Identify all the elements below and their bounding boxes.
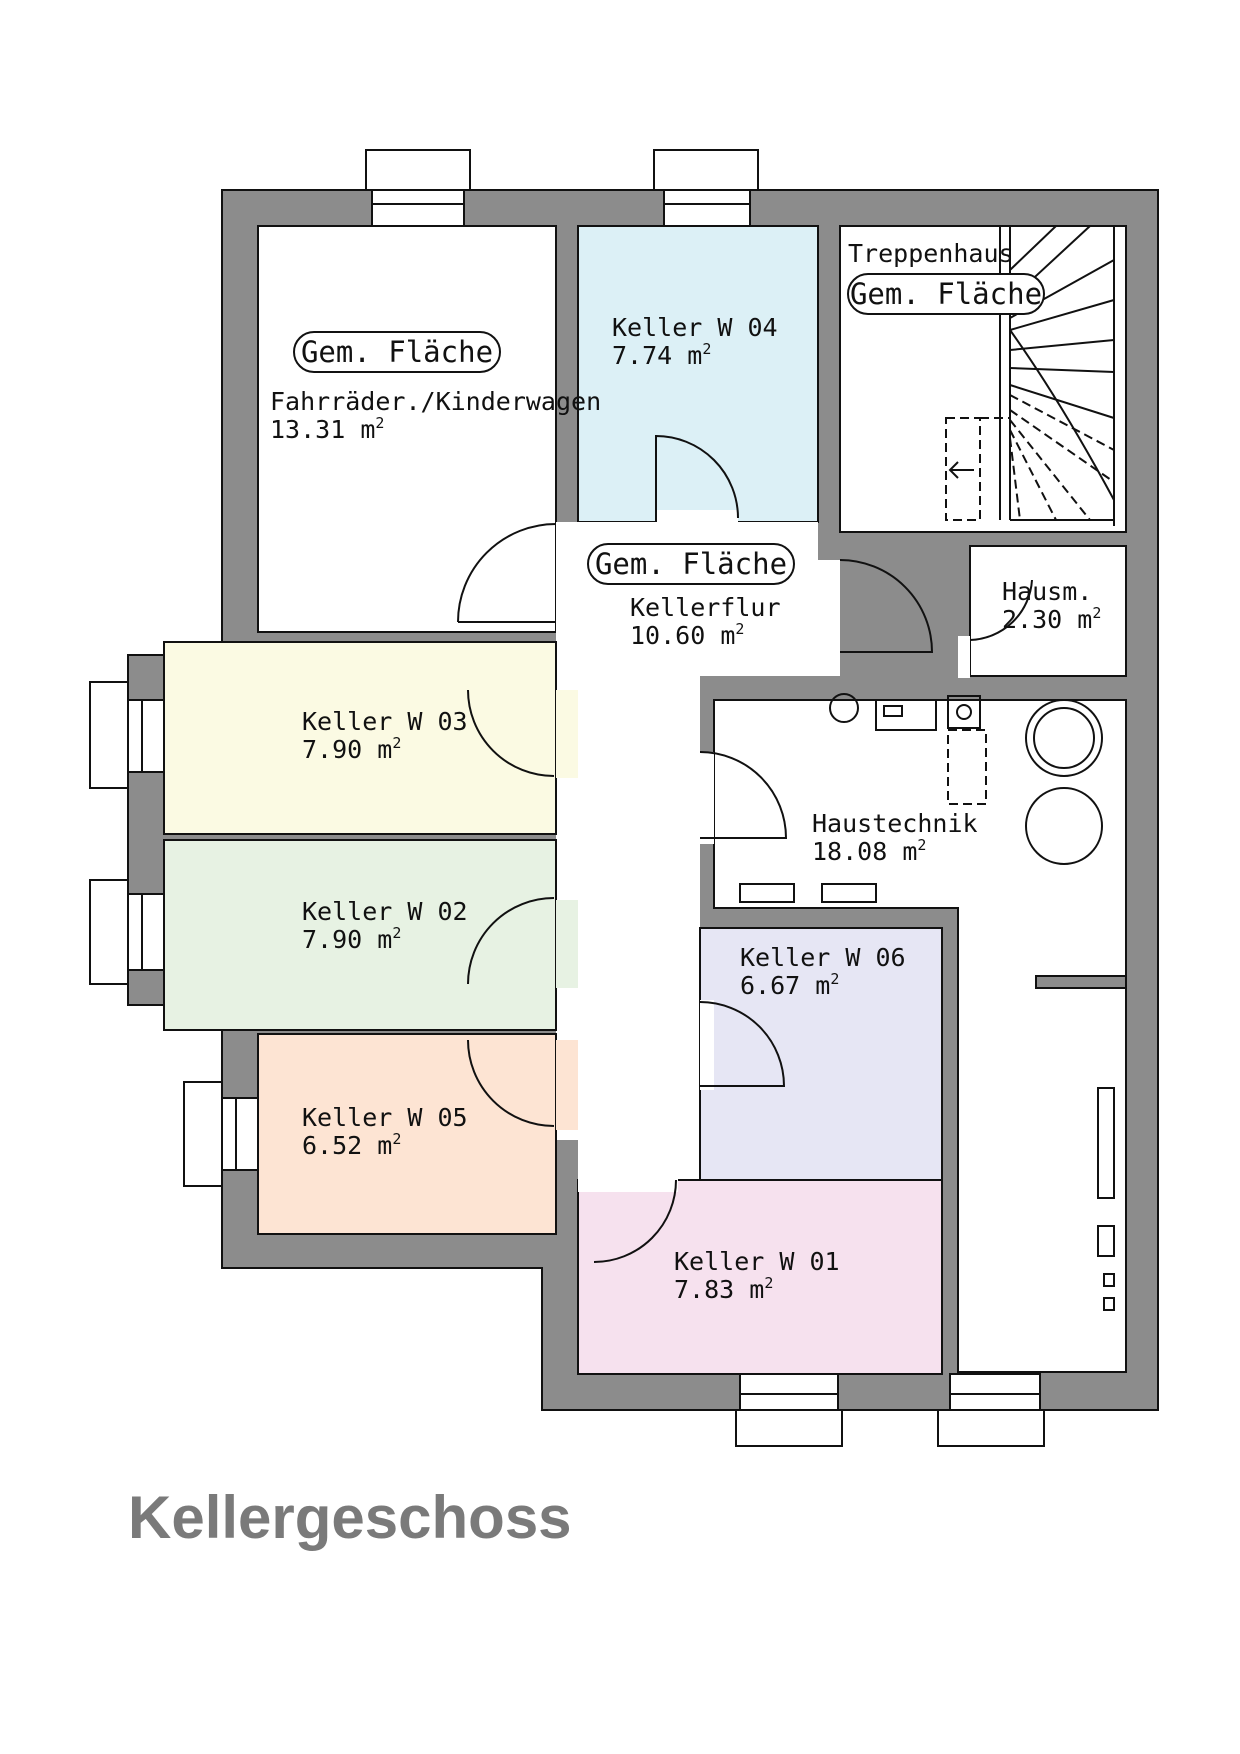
label-keller-w03: Keller W 03 7.90 m2	[302, 707, 468, 764]
label-hausm: Hausm. 2.30 m2	[1002, 577, 1101, 634]
label-keller-w01: Keller W 01 7.83 m2	[674, 1247, 840, 1304]
room-name: Keller W 01	[674, 1247, 840, 1276]
window-west-1	[89, 681, 165, 789]
svg-text:13.31 m2: 13.31 m2	[270, 414, 384, 444]
svg-text:7.90 m2: 7.90 m2	[302, 924, 401, 954]
room-area: 7.90	[302, 735, 362, 764]
equipment-unit	[875, 699, 937, 731]
door-haustechnik	[699, 751, 788, 839]
room-area: 6.67	[740, 971, 800, 1000]
room-name: Treppenhaus	[848, 239, 1014, 268]
stair-hatch	[945, 417, 981, 521]
label-haustechnik: Haustechnik 18.08 m2	[812, 809, 978, 866]
door-openings	[556, 510, 970, 1192]
window-north-1	[365, 149, 471, 227]
window-south-1	[735, 1373, 843, 1447]
room-hausm	[969, 545, 1127, 677]
equipment-box	[947, 695, 981, 729]
svg-text:10.60 m2: 10.60 m2	[630, 620, 744, 650]
window-west-2	[89, 879, 165, 985]
haustechnik-equipment	[739, 693, 1127, 1311]
room-area: 2.30	[1002, 605, 1062, 634]
door-swings	[457, 434, 1033, 1263]
equipment-dashed	[947, 729, 987, 805]
room-name: Keller W 06	[740, 943, 906, 972]
door-keller-w04	[655, 434, 739, 522]
wall-stub	[1035, 975, 1127, 989]
label-keller-w06: Keller W 06 6.67 m2	[740, 943, 906, 1000]
room-name: Keller W 03	[302, 707, 468, 736]
door-keller-w02	[467, 897, 555, 985]
room-fahrraeder	[257, 225, 557, 633]
svg-text:18.08 m2: 18.08 m2	[812, 836, 926, 866]
badge-gem-treppenhaus: Gem. Fläche	[847, 273, 1045, 315]
door-hausm	[969, 579, 1033, 641]
label-keller-w02: Keller W 02 7.90 m2	[302, 897, 468, 954]
svg-text:7.90 m2: 7.90 m2	[302, 734, 401, 764]
room-kellerflur	[556, 522, 840, 1180]
room-keller-w05	[257, 1033, 557, 1235]
meter-2	[821, 883, 877, 903]
label-treppenhaus: Treppenhaus	[848, 239, 1014, 268]
equipment-small-circle	[829, 693, 859, 723]
badge-gem-fahrraeder: Gem. Fläche	[293, 331, 501, 373]
room-haustechnik	[713, 699, 1127, 1373]
room-area: 7.83	[674, 1275, 734, 1304]
window-south-2	[937, 1373, 1045, 1447]
svg-text:7.83 m2: 7.83 m2	[674, 1274, 773, 1304]
svg-text:6.67 m2: 6.67 m2	[740, 970, 839, 1000]
label-kellerflur: Kellerflur 10.60 m2	[630, 593, 781, 650]
door-keller-w01	[593, 1179, 677, 1263]
room-treppenhaus	[839, 225, 1127, 533]
room-keller-w01	[577, 1179, 943, 1375]
room-name: Keller W 05	[302, 1103, 468, 1132]
label-keller-w04: Keller W 04 7.74 m2	[612, 313, 778, 370]
room-area: 18.08	[812, 837, 887, 866]
room-area: 10.60	[630, 621, 705, 650]
tank-1	[1025, 699, 1103, 777]
plan-title: Kellergeschoss	[128, 1484, 572, 1551]
svg-text:6.52 m2: 6.52 m2	[302, 1130, 401, 1160]
door-flur-west	[457, 523, 557, 623]
room-keller-w06	[699, 927, 943, 1181]
tank-2	[1025, 787, 1103, 865]
room-name: Fahrräder./Kinderwagen	[270, 387, 601, 416]
badge-text: Gem. Fläche	[850, 277, 1042, 311]
window-west-3	[183, 1081, 259, 1187]
room-area: 7.74	[612, 341, 672, 370]
room-name: Kellerflur	[630, 593, 781, 622]
room-keller-w04	[577, 225, 819, 523]
door-keller-w05	[467, 1039, 555, 1127]
windows	[89, 149, 1045, 1447]
window-north-2	[653, 149, 759, 227]
room-area: 6.52	[302, 1131, 362, 1160]
door-keller-w03	[467, 689, 555, 777]
svg-text:7.74 m2: 7.74 m2	[612, 340, 711, 370]
room-area: 7.90	[302, 925, 362, 954]
badge-text: Gem. Fläche	[595, 547, 787, 581]
room-name: Hausm.	[1002, 577, 1092, 606]
door-keller-w06	[699, 1001, 786, 1087]
badge-text: Gem. Fläche	[301, 335, 493, 369]
label-fahrraeder: Fahrräder./Kinderwagen 13.31 m2	[270, 387, 601, 444]
label-keller-w05: Keller W 05 6.52 m2	[302, 1103, 468, 1160]
badge-gem-kellerflur: Gem. Fläche	[587, 543, 795, 585]
room-area: 13.31	[270, 415, 345, 444]
panel-1	[1097, 1087, 1115, 1199]
meter-1	[739, 883, 795, 903]
svg-text:2.30 m2: 2.30 m2	[1002, 604, 1101, 634]
panel-2	[1097, 1225, 1115, 1257]
door-flur-east	[839, 559, 934, 653]
room-name: Haustechnik	[812, 809, 978, 838]
room-name: Keller W 02	[302, 897, 468, 926]
room-name: Keller W 04	[612, 313, 778, 342]
